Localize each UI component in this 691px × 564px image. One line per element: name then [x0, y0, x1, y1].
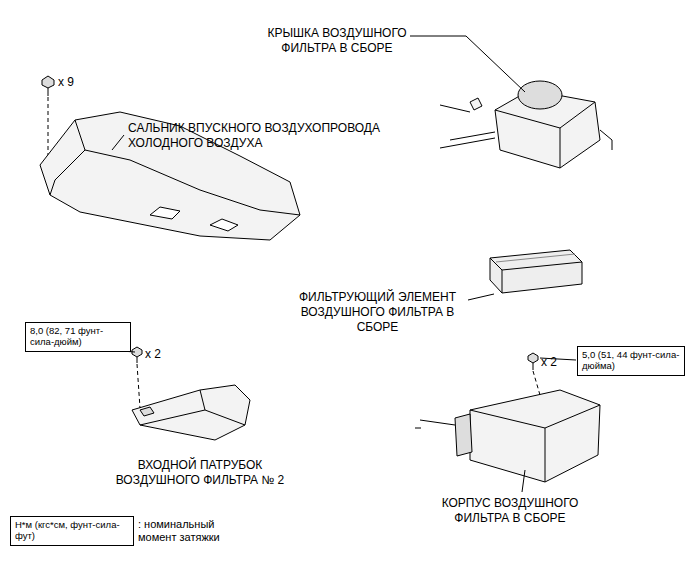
torque-value: Н*м (кгс*см, фунт-сила-фут) — [15, 519, 129, 541]
torque-box: 8,0 (82, 71 фунт-сила-дюйм) — [25, 322, 131, 352]
part-name: ВХОДНОЙ ПАТРУБОК ВОЗДУШНОГО ФИЛЬТРА № 2 — [100, 458, 300, 488]
inlet-duct-drawing — [132, 385, 250, 440]
part-name: САЛЬНИК ВПУСКНОГО ВОЗДУХОПРОВОДА ХОЛОДНО… — [128, 121, 418, 151]
leader-line — [410, 36, 525, 92]
dashed-guide — [137, 364, 140, 408]
legend-text: : номинальный момент затяжки — [138, 518, 250, 544]
part-name: КРЫШКА ВОЗДУШНОГО ФИЛЬТРА В СБОРЕ — [262, 26, 412, 56]
bolt-symbol — [528, 353, 538, 370]
torque-box: 5,0 (51, 44 фунт-сила-дюйма) — [577, 346, 685, 376]
quantity-mark: x 9 — [58, 75, 98, 90]
filter-element-drawing — [490, 250, 582, 293]
torque-value: 5,0 (51, 44 фунт-сила-дюйма) — [582, 349, 680, 371]
quantity-mark: x 2 — [145, 347, 185, 362]
bolt-symbol — [42, 76, 54, 96]
dashed-guide — [533, 371, 540, 395]
torque-value: 8,0 (82, 71 фунт-сила-дюйм) — [30, 325, 126, 347]
housing-drawing — [415, 390, 600, 482]
part-name: ФИЛЬТРУЮЩИЙ ЭЛЕМЕНТ ВОЗДУШНОГО ФИЛЬТРА В… — [290, 290, 465, 335]
torque-box: Н*м (кгс*см, фунт-сила-фут) — [10, 516, 134, 546]
quantity-mark: x 2 — [541, 355, 575, 370]
leader-line — [522, 470, 525, 492]
part-name: КОРПУС ВОЗДУШНОГО ФИЛЬТРА В СБОРЕ — [430, 496, 590, 526]
filter-cap-drawing — [440, 81, 612, 168]
leader-line — [112, 135, 124, 150]
leader-line — [468, 294, 494, 300]
bolt-symbol — [132, 347, 142, 363]
